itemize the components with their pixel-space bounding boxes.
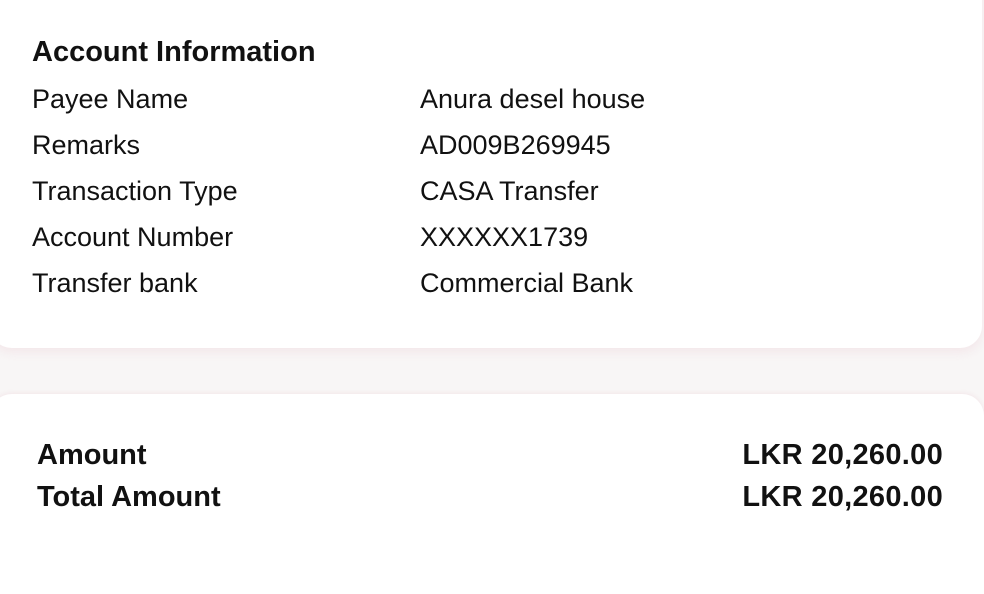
info-value: AD009B269945 (420, 130, 611, 160)
info-row-transaction-type: Transaction Type CASA Transfer (0, 176, 984, 216)
info-row-payee-name: Payee Name Anura desel house (0, 84, 984, 124)
info-value: XXXXXX1739 (420, 222, 589, 252)
info-row-account-number: Account Number XXXXXX1739 (0, 222, 984, 262)
info-label: Remarks (32, 130, 141, 160)
info-label: Transfer bank (32, 268, 198, 298)
total-amount-label: Total Amount (37, 481, 221, 513)
account-information-card (0, 0, 982, 348)
total-amount-value: LKR 20,260.00 (742, 481, 943, 513)
amount-value: LKR 20,260.00 (742, 439, 943, 471)
info-value: CASA Transfer (420, 176, 599, 206)
info-value: Commercial Bank (420, 268, 634, 298)
info-row-transfer-bank: Transfer bank Commercial Bank (0, 268, 984, 308)
info-label: Transaction Type (32, 176, 238, 206)
info-label: Payee Name (32, 84, 189, 114)
amount-label: Amount (37, 439, 147, 471)
info-value: Anura desel house (420, 84, 646, 114)
info-label: Account Number (32, 222, 234, 252)
info-row-remarks: Remarks AD009B269945 (0, 130, 984, 170)
section-title: Account Information (32, 36, 316, 68)
